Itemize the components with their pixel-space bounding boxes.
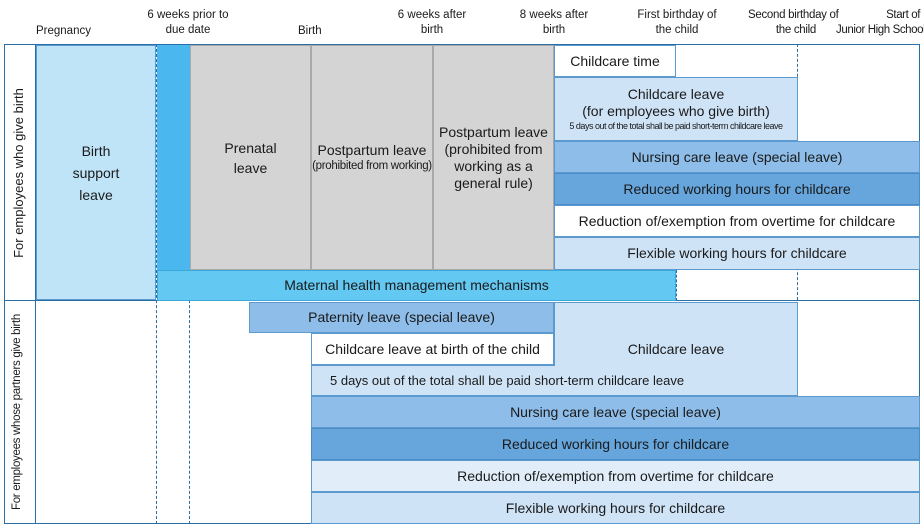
- header-start-jhs-l2: Junior High School: [836, 24, 924, 36]
- postpartum-leave-prohibited: Postpartum leave (prohibited from workin…: [311, 45, 433, 270]
- childcare-leave-give-birth-l2: (for employees who give birth): [582, 103, 770, 119]
- postpartum-leave-prohibited-l1: Postpartum leave: [317, 142, 427, 158]
- header-second-birthday: Second birthday of the child: [748, 8, 839, 38]
- header-start-jhs: Start of Junior High School: [836, 8, 924, 38]
- header-eight-weeks-after-l2: birth: [542, 24, 566, 36]
- paid-short-term-note-partners: 5 days out of the total shall be paid sh…: [311, 365, 684, 396]
- prenatal-leave: Prenatal leave: [190, 45, 311, 270]
- postpartum-leave-prohibited-l2: (prohibited from working): [312, 160, 432, 172]
- header-six-weeks-prior: 6 weeks prior to due date: [142, 8, 234, 38]
- childcare-leave-at-birth: Childcare leave at birth of the child: [311, 333, 554, 365]
- header-first-birthday: First birthday of the child: [628, 8, 726, 38]
- nursing-care-leave-partners: Nursing care leave (special leave): [311, 396, 920, 428]
- childcare-leave-give-birth-l1: Childcare leave: [627, 86, 725, 102]
- birth-support-leave-l1: Birth: [81, 142, 111, 159]
- childcare-time: Childcare time: [554, 45, 676, 77]
- header-second-birthday-l1: Second birthday of: [748, 9, 839, 21]
- postpartum-leave-general-rule-l1: Postpartum leave: [439, 123, 548, 140]
- postpartum-leave-general-rule-l2: (prohibited from: [444, 140, 543, 157]
- nursing-care-leave-give-birth: Nursing care leave (special leave): [554, 141, 920, 173]
- reduced-hours-partners: Reduced working hours for childcare: [311, 428, 920, 460]
- row-label-give-birth: For employees who give birth: [11, 88, 26, 258]
- header-second-birthday-l2: the child: [775, 24, 816, 36]
- flexible-hours-give-birth: Flexible working hours for childcare: [554, 237, 920, 270]
- childcare-leave-partners: Childcare leave: [554, 302, 798, 396]
- postpartum-leave-general-rule: Postpartum leave (prohibited from workin…: [433, 45, 554, 270]
- pre-birth-bar: [157, 45, 190, 270]
- childcare-leave-give-birth-l3: 5 days out of the total shall be paid sh…: [569, 121, 783, 131]
- maternal-health-management: Maternal health management mechanisms: [157, 270, 676, 301]
- guide-first-birthday: [676, 270, 677, 301]
- overtime-exemption-give-birth: Reduction of/exemption from overtime for…: [554, 205, 920, 237]
- birth-support-leave-l3: leave: [79, 186, 113, 203]
- reduced-hours-give-birth: Reduced working hours for childcare: [554, 173, 920, 205]
- header-six-weeks-after-l2: birth: [420, 24, 444, 36]
- paternity-leave: Paternity leave (special leave): [249, 302, 554, 333]
- overtime-exemption-partners: Reduction of/exemption from overtime for…: [311, 460, 920, 492]
- prenatal-leave-l1: Prenatal: [224, 139, 277, 156]
- paid-short-term-note-text: 5 days out of the total shall be paid sh…: [330, 373, 685, 388]
- flexible-hours-partners: Flexible working hours for childcare: [311, 492, 920, 524]
- header-start-jhs-l1: Start of: [886, 9, 920, 21]
- prenatal-leave-l2: leave: [233, 159, 268, 176]
- header-six-weeks-prior-l1: 6 weeks prior to: [147, 9, 229, 21]
- birth-support-leave-l2: support: [72, 164, 120, 181]
- header-six-weeks-after-l1: 6 weeks after: [397, 9, 467, 21]
- postpartum-leave-general-rule-l3: working as a: [454, 157, 533, 174]
- guide-six-weeks-prior: [156, 44, 157, 524]
- row-label-partners: For employees whose partners give birth: [11, 313, 23, 511]
- header-birth: Birth: [298, 25, 322, 37]
- header-pregnancy: Pregnancy: [36, 25, 91, 37]
- header-six-weeks-after: 6 weeks after birth: [390, 8, 474, 38]
- label-column-divider: [35, 44, 36, 524]
- birth-support-leave: Birth support leave: [36, 45, 156, 300]
- header-first-birthday-l2: the child: [655, 24, 699, 36]
- childcare-leave-give-birth: Childcare leave (for employees who give …: [554, 77, 798, 141]
- header-eight-weeks-after: 8 weeks after birth: [512, 8, 596, 38]
- header-six-weeks-prior-l2: due date: [165, 24, 211, 36]
- header-first-birthday-l1: First birthday of: [637, 9, 717, 21]
- postpartum-leave-general-rule-l4: general rule): [454, 174, 533, 191]
- header-eight-weeks-after-l1: 8 weeks after: [519, 9, 589, 21]
